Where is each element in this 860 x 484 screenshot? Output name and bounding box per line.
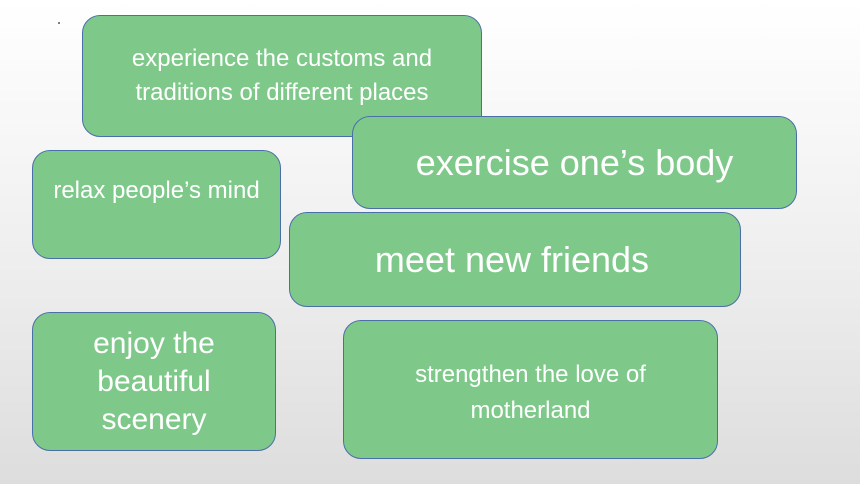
card-friends-label: meet new friends xyxy=(374,238,650,280)
card-meet-friends[interactable]: meet new friends xyxy=(289,212,741,307)
card-relax-mind[interactable]: relax people’s mind xyxy=(32,150,281,259)
card-customs-label: experience the customs and traditions of… xyxy=(131,45,433,106)
card-scenery-label: enjoy the beautiful scenery xyxy=(93,326,215,436)
card-enjoy-scenery[interactable]: enjoy the beautiful scenery xyxy=(32,312,276,451)
card-exercise-body[interactable]: exercise one’s body xyxy=(352,116,797,209)
card-motherland-label: strengthen the love of motherland xyxy=(415,361,646,424)
card-customs-traditions[interactable]: experience the customs and traditions of… xyxy=(82,15,482,137)
card-exercise-label: exercise one’s body xyxy=(415,141,734,183)
card-relax-label: relax people’s mind xyxy=(53,177,260,204)
card-love-motherland[interactable]: strengthen the love of motherland xyxy=(343,320,718,459)
stray-dot xyxy=(58,22,60,24)
